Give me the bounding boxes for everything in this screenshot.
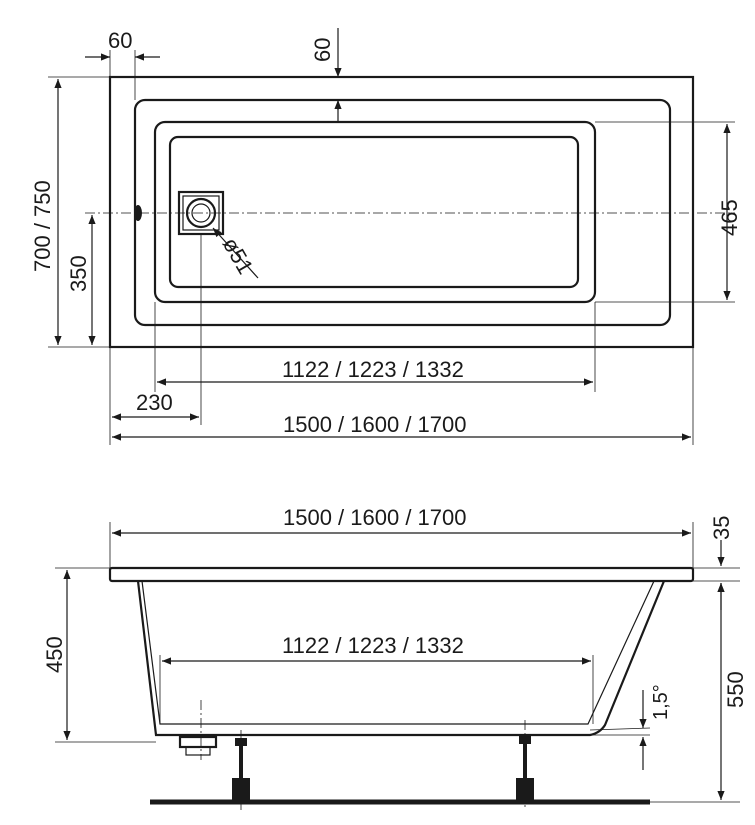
dim-inner-length-label: 1122 / 1223 / 1332 bbox=[282, 357, 464, 382]
dim-rim-width-label: 60 bbox=[108, 28, 132, 53]
dim-side-overall-length-label: 1500 / 1600 / 1700 bbox=[283, 505, 467, 530]
side-view-rim bbox=[108, 566, 695, 583]
dim-overall-height-label: 550 bbox=[723, 671, 748, 708]
overflow-hole bbox=[134, 205, 142, 221]
dim-drain-offset-x-label: 230 bbox=[136, 390, 173, 415]
side-drain bbox=[178, 735, 218, 756]
drain-diameter-leader bbox=[212, 227, 259, 279]
side-view: 1500 / 1600 / 1700 35 450 1122 / 1223 / … bbox=[42, 505, 748, 810]
dim-rim-top-label: 60 bbox=[310, 38, 335, 62]
top-view: ø51 60 60 700 / 750 350 465 1122 / bbox=[30, 28, 742, 445]
side-view-body-inner bbox=[141, 580, 655, 725]
dim-side-inner-length-label: 1122 / 1223 / 1332 bbox=[282, 633, 464, 658]
dim-inner-depth-label: 465 bbox=[717, 199, 742, 236]
dim-slope-label: 1,5° bbox=[650, 684, 672, 720]
dim-overall-width-label: 700 / 750 bbox=[30, 180, 55, 272]
top-view-basin-outer bbox=[153, 120, 597, 304]
dim-drain-offset-y-label: 350 bbox=[66, 255, 91, 292]
dim-overall-length-label: 1500 / 1600 / 1700 bbox=[283, 412, 467, 437]
top-view-basin-inner bbox=[168, 135, 580, 289]
dim-inner-height-label: 450 bbox=[42, 636, 67, 673]
top-view-outer-rim bbox=[108, 75, 695, 349]
dim-rim-thickness-label: 35 bbox=[709, 516, 734, 540]
side-view-body-outer bbox=[136, 580, 666, 737]
